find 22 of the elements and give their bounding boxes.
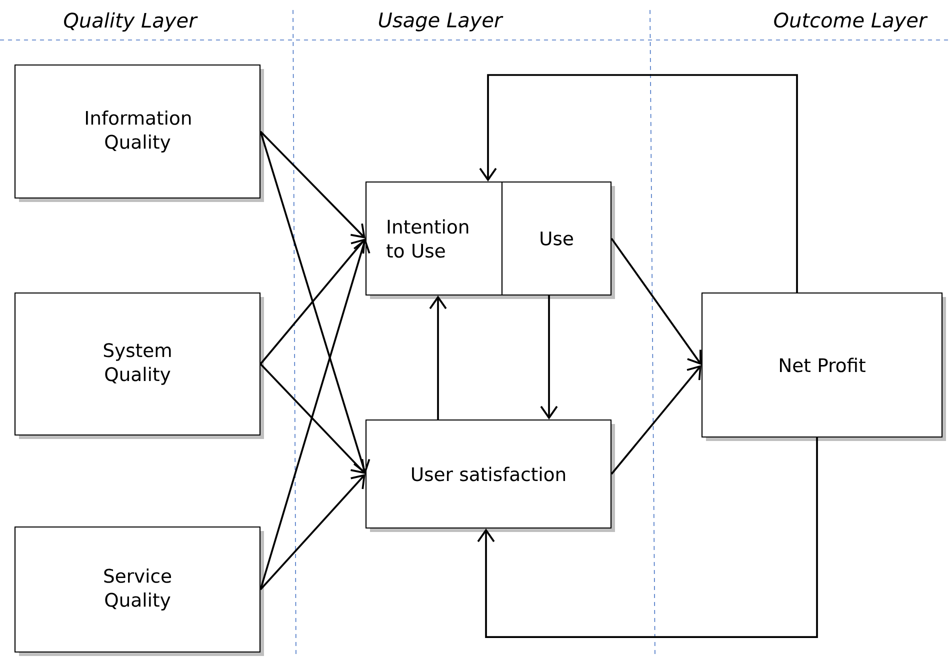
- arrow: [610, 365, 702, 475]
- arrow: [260, 363, 366, 474]
- arrow: [260, 131, 370, 474]
- arrow: [479, 74, 798, 292]
- arrow: [610, 238, 702, 365]
- process-box: Net Profit: [701, 292, 943, 438]
- process-box: Intention to Use: [365, 181, 503, 296]
- layer-heading: Outcome Layer: [774, 12, 928, 32]
- arrow: [540, 296, 558, 420]
- process-box: Service Quality: [14, 526, 261, 653]
- arrow: [260, 238, 370, 590]
- layer-heading: Quality Layer: [64, 12, 198, 32]
- process-box: System Quality: [14, 292, 261, 436]
- process-box: Use: [501, 181, 612, 296]
- layer-heading: Usage Layer: [378, 12, 504, 32]
- arrow: [260, 474, 366, 590]
- arrow: [477, 438, 818, 638]
- process-box: Information Quality: [14, 64, 261, 199]
- arrow: [429, 296, 447, 420]
- arrow: [260, 238, 366, 365]
- process-box: User satisfaction: [365, 419, 612, 529]
- arrow: [260, 130, 366, 238]
